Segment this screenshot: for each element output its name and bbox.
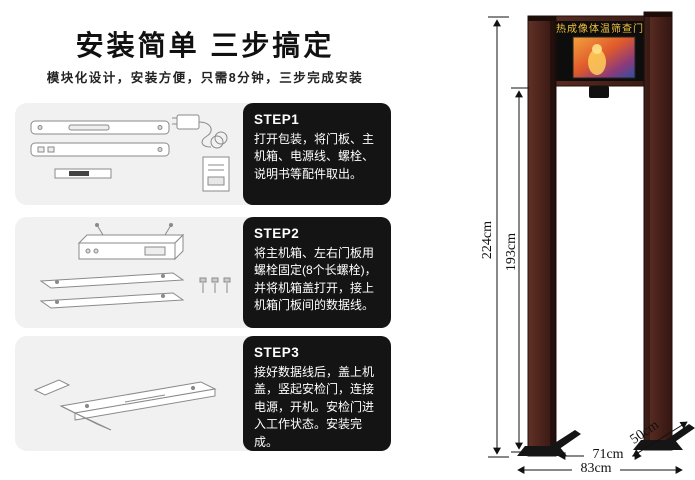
step2-text: 将主机箱、左右门板用螺栓固定(8个长螺栓)，并将机箱盖打开，接上机箱门板间的数据…	[254, 246, 377, 313]
camera-module	[589, 86, 609, 98]
step2-card: STEP2 将主机箱、左右门板用螺栓固定(8个长螺栓)，并将机箱盖打开，接上机箱…	[243, 217, 391, 328]
dimension-inner-height: 193cm	[504, 232, 519, 272]
step2-assembly-illustration	[39, 223, 231, 309]
step3-card: STEP3 接好数据线后，盖上机盖，竖起安检门，连接电源，开机。安检门进入工作状…	[243, 336, 391, 451]
dimension-total-height: 224cm	[480, 220, 495, 260]
step-row-3: STEP3 接好数据线后，盖上机盖，竖起安检门，连接电源，开机。安检门进入工作状…	[15, 336, 391, 451]
step-row-1: STEP1 打开包装，将门板、主机箱、电源线、螺栓、说明书等配件取出。	[15, 103, 391, 205]
door-panel-title: 热成像体温筛查门	[556, 22, 644, 35]
step1-card: STEP1 打开包装，将门板、主机箱、电源线、螺栓、说明书等配件取出。	[243, 103, 391, 205]
page-subtitle: 模块化设计，安装方便，只需8分钟，三步完成安装	[46, 71, 364, 85]
step2-label: STEP2	[254, 226, 300, 241]
step1-text: 打开包装，将门板、主机箱、电源线、螺栓、说明书等配件取出。	[254, 132, 375, 181]
step1-unboxing-illustration	[30, 114, 230, 192]
step3-label: STEP3	[254, 345, 300, 360]
door-frame	[527, 11, 673, 457]
dimension-outer-width: 83cm	[572, 461, 620, 477]
dimension-inner-width: 71cm	[584, 447, 632, 463]
step3-finished-frame-illustration	[33, 379, 217, 431]
thermal-screen	[572, 36, 636, 79]
step3-text: 接好数据线后，盖上机盖，竖起安检门，连接电源，开机。安检门进入工作状态。安装完成…	[254, 365, 375, 449]
step1-label: STEP1	[254, 112, 300, 127]
door-figure: 热成像体温筛查门	[455, 0, 695, 480]
step-row-2: STEP2 将主机箱、左右门板用螺栓固定(8个长螺栓)，并将机箱盖打开，接上机箱…	[15, 217, 391, 328]
door-illustration: 热成像体温筛查门	[488, 11, 695, 474]
page-title: 安装简单 三步搞定	[75, 30, 335, 61]
